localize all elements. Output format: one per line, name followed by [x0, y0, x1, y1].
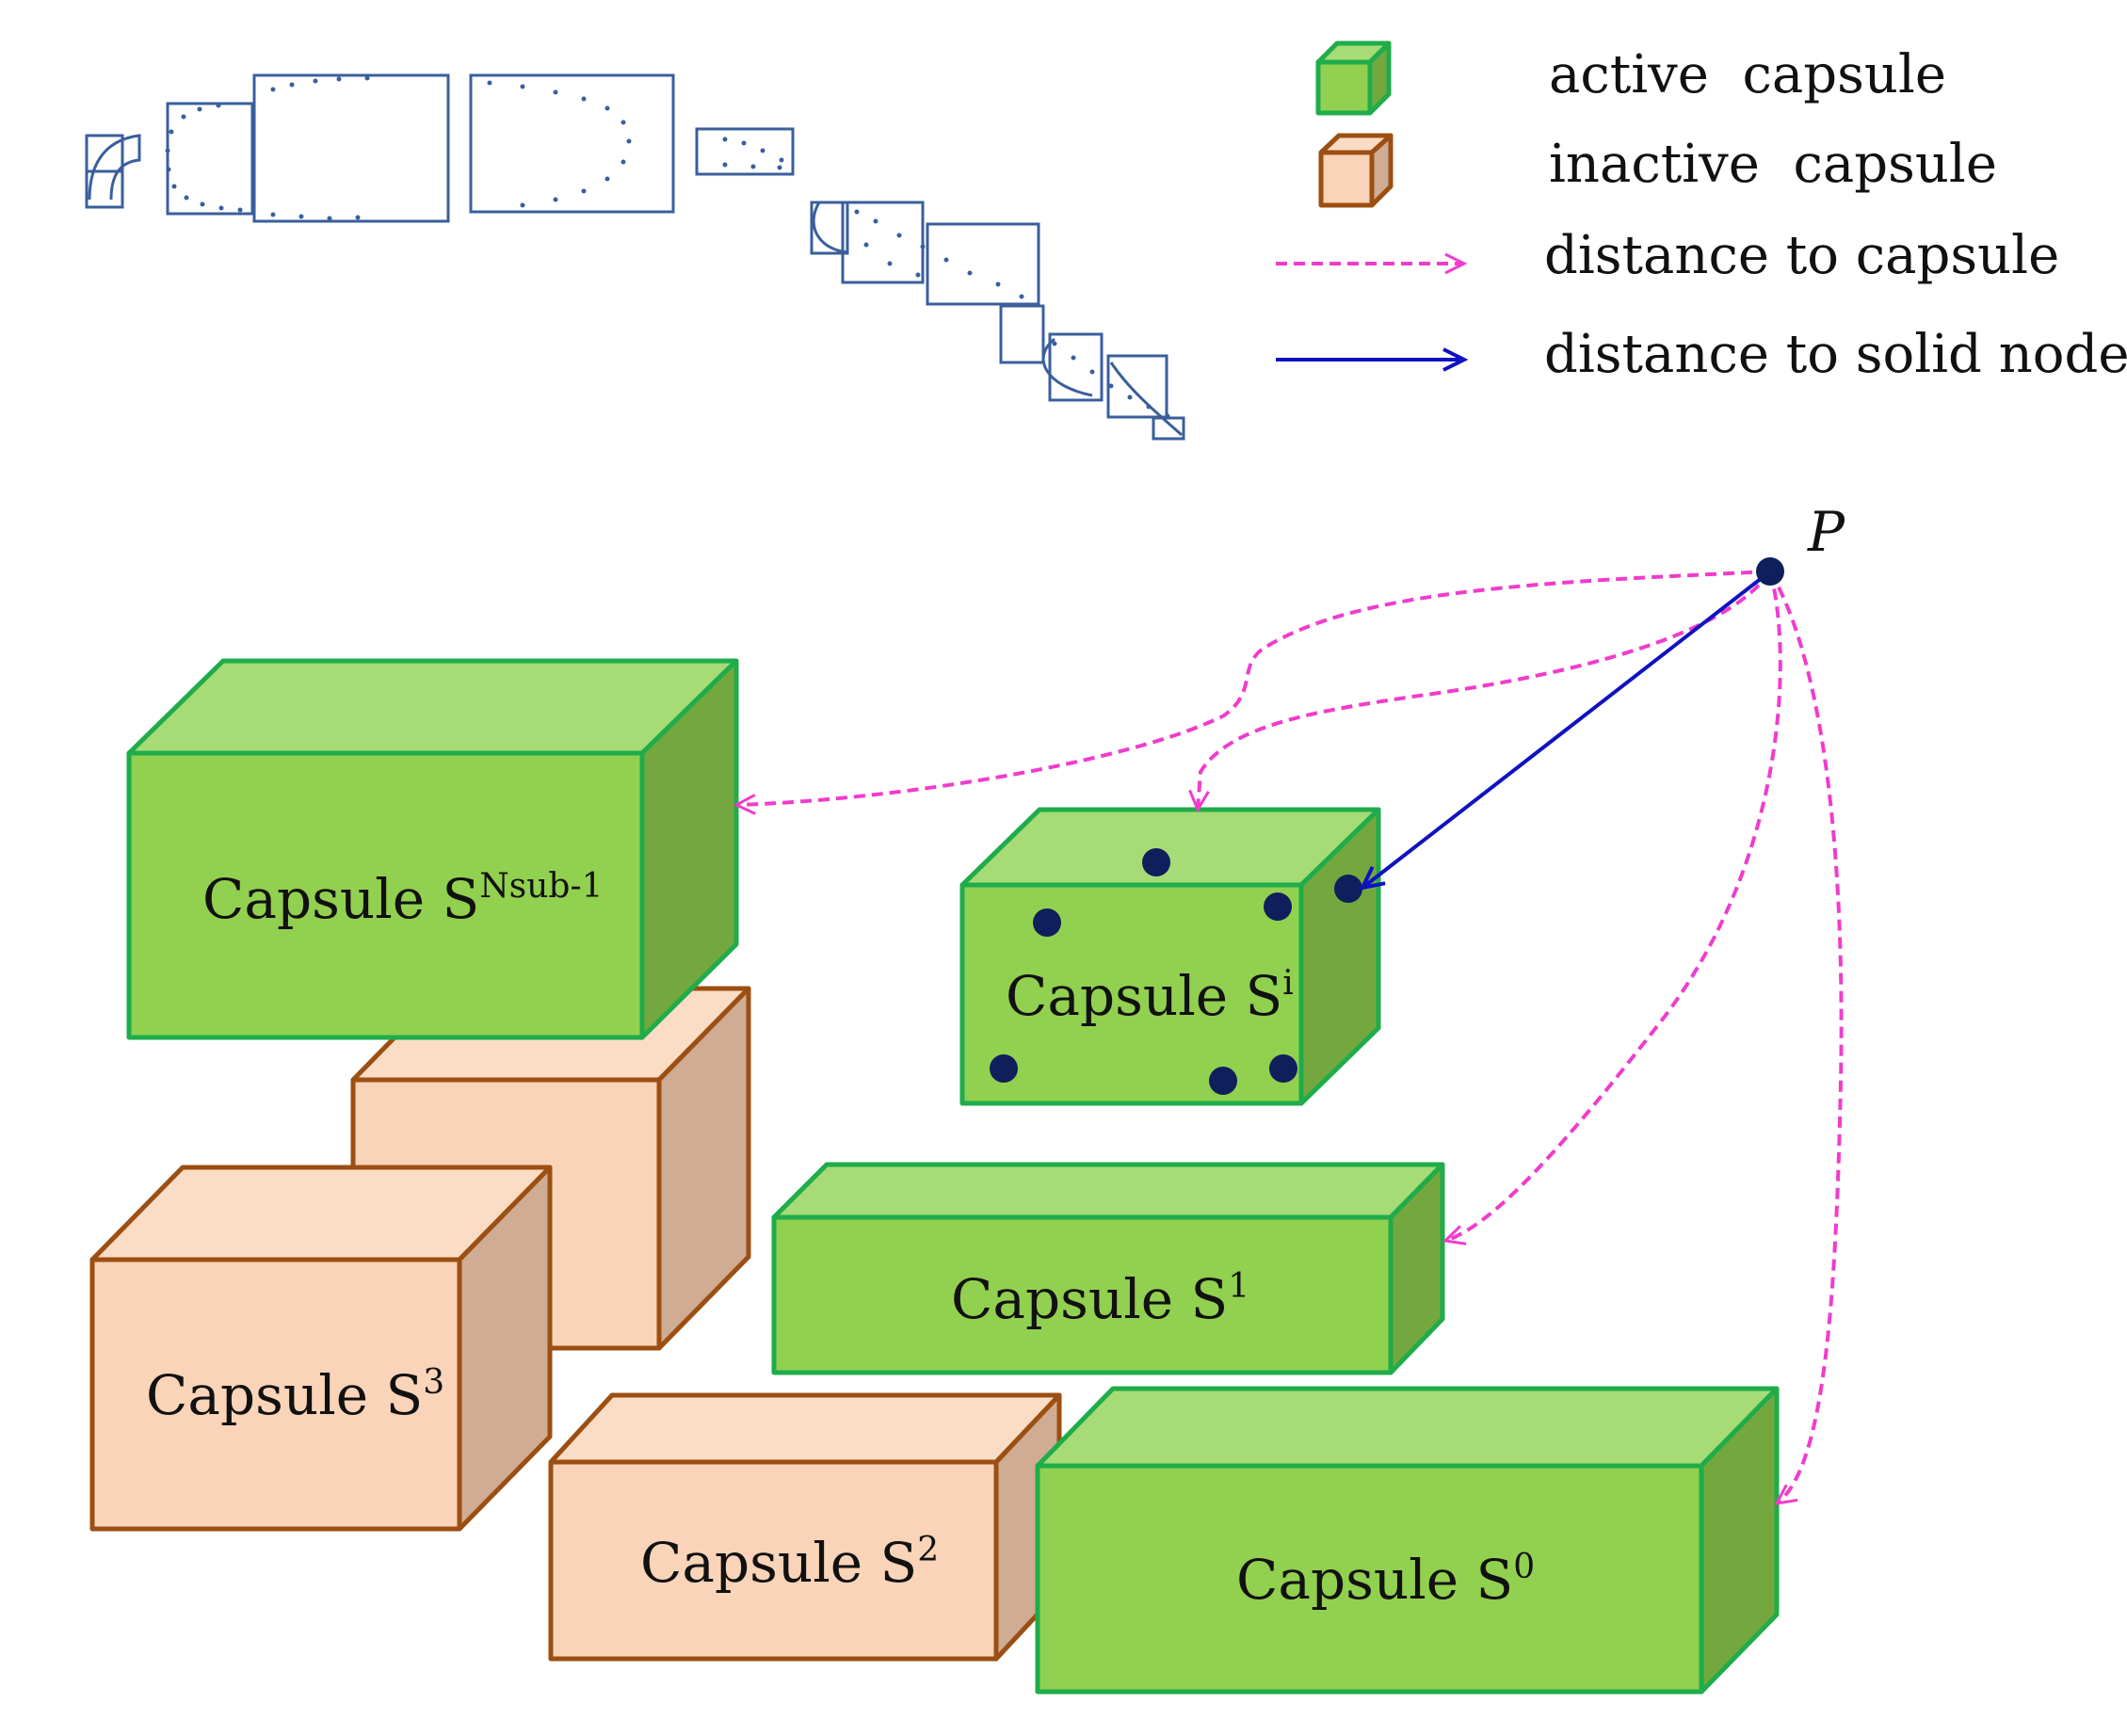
- capsule-s1: [771, 1162, 1445, 1375]
- sketch-box: [469, 73, 675, 214]
- legend: active capsule inactive capsule distance…: [1276, 40, 2127, 385]
- sketch-curve: [1041, 337, 1093, 397]
- solid-node: [990, 1054, 1018, 1083]
- solid-node: [1209, 1067, 1237, 1095]
- solid-node: [1142, 848, 1170, 876]
- sketch-curve: [812, 201, 848, 254]
- capsule-si-label: Capsule Si: [1006, 964, 1294, 1028]
- solid-node: [1264, 892, 1292, 921]
- sketch-box: [695, 127, 795, 176]
- sketch-box: [1106, 354, 1168, 419]
- capsule-s2: [548, 1392, 1062, 1662]
- capsule-s3: [89, 1165, 553, 1532]
- arrow-to-solid-node: [1359, 570, 1772, 891]
- capsule-s0-sup: 0: [1513, 1548, 1535, 1586]
- capsule-s3-text: Capsule S: [146, 1363, 423, 1427]
- sketch-box: [1152, 416, 1185, 441]
- capsule-s0-label: Capsule S0: [1236, 1548, 1535, 1612]
- sketch-curve: [88, 134, 141, 201]
- capsule-s0: [1035, 1386, 1780, 1695]
- capsule-si-sup: i: [1282, 964, 1294, 1003]
- capsule-s-nsub-sup: Nsub-1: [479, 867, 603, 906]
- solid-node: [1334, 875, 1362, 903]
- capsule-s3-sup: 3: [423, 1363, 444, 1402]
- solid-node: [1269, 1054, 1297, 1083]
- capsule-s-nsub: [126, 658, 739, 1040]
- sketch-overview: [85, 73, 1185, 441]
- capsule-s-nsub-text: Capsule S: [202, 867, 479, 931]
- capsule-s2-label: Capsule S2: [640, 1531, 939, 1595]
- arrow-to-s-nsub: [733, 570, 1771, 815]
- arrow-to-s1: [1442, 571, 1782, 1246]
- capsule-s0-text: Capsule S: [1236, 1548, 1513, 1612]
- sketch-box: [999, 304, 1045, 364]
- solid-node: [1033, 908, 1061, 937]
- capsule-s1-sup: 1: [1228, 1267, 1249, 1306]
- capsule-si: [959, 807, 1381, 1106]
- sketch-box: [1048, 332, 1104, 402]
- sketch-dots: [165, 75, 1170, 419]
- capsule-s2-sup: 2: [917, 1531, 939, 1569]
- capsule-distance-arrows: [733, 570, 1844, 1505]
- sketch-box: [810, 201, 849, 255]
- point-p: [1756, 557, 1784, 586]
- sketch-box: [166, 102, 254, 216]
- legend-active-swatch: [1315, 40, 1392, 116]
- capsule-si-text: Capsule S: [1006, 964, 1282, 1028]
- capsule-s2-text: Capsule S: [640, 1531, 917, 1595]
- sketch-curve: [1109, 362, 1183, 437]
- capsule-s1-text: Capsule S: [951, 1267, 1228, 1331]
- legend-capsule-distance-label: distance to capsule: [1544, 225, 2059, 286]
- capsule-s-nsub-label: Capsule SNsub-1: [202, 867, 604, 931]
- point-p-label: P: [1807, 500, 1845, 564]
- legend-inactive-label: inactive capsule: [1549, 134, 1997, 195]
- capsule-s1-label: Capsule S1: [951, 1267, 1249, 1331]
- solid-nodes: [990, 848, 1362, 1095]
- arrow-to-s0: [1768, 570, 1844, 1505]
- sketch-box: [926, 222, 1040, 306]
- legend-node-distance-label: distance to solid node: [1544, 324, 2127, 385]
- sketch-box: [252, 73, 450, 223]
- legend-inactive-swatch: [1318, 133, 1394, 208]
- capsule-s3-label: Capsule S3: [146, 1363, 444, 1427]
- arrow-to-si: [1188, 570, 1772, 813]
- sketch-box: [841, 201, 925, 284]
- legend-active-label: active capsule: [1549, 44, 1946, 105]
